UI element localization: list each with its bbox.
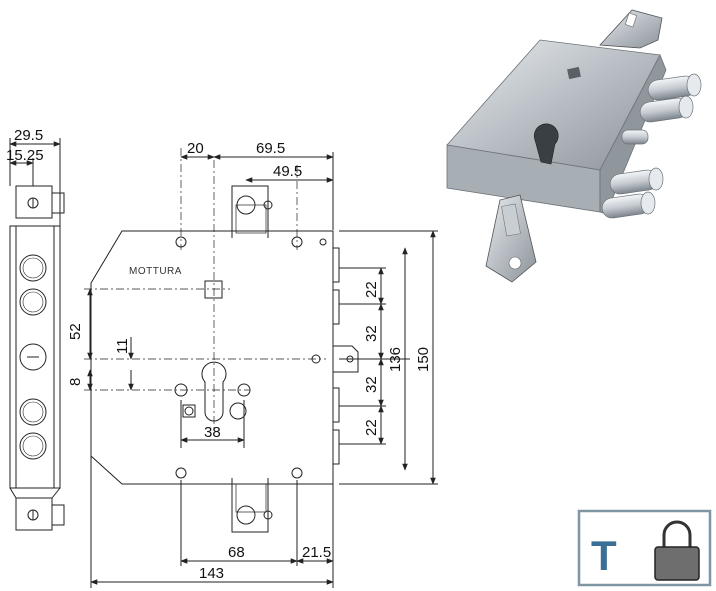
side-bolt [19,288,47,316]
dim-keyhole-38: 38 [204,424,221,441]
dim-bolt-22-top: 22 [363,281,380,298]
side-top-bracket [15,185,53,219]
render-keyhole [534,123,559,165]
dim-height-136: 136 [387,347,404,372]
screw-hole [175,467,187,479]
screw-hole [291,467,303,479]
dim-bolt-32-bottom: 32 [363,376,380,393]
top-bracket-hole [236,195,256,215]
cylinder-keyhole [201,361,227,422]
side-top-bracket-screw [51,192,65,214]
lock-product-render [446,9,702,283]
side-bolt [19,254,47,282]
side-bottom-bracket-screw [51,504,65,526]
dim-bottom-68: 68 [228,544,245,561]
padlock-icon [654,520,700,581]
spindle-square [204,280,223,299]
dim-side-width: 29.5 [14,127,43,144]
top-bracket [231,185,269,238]
screw-hole-small [319,238,327,246]
dim-bolt-32-top: 32 [363,325,380,342]
side-bolt [19,398,47,426]
dim-side-offset: 15.25 [6,147,44,164]
bolt-notch [332,247,340,283]
side-bottom-bracket [15,497,53,531]
security-badge: T [577,509,712,587]
dim-bottom-143: 143 [199,565,224,582]
bolt-notch [332,289,340,325]
badge-letter: T [591,532,617,579]
side-bolt [19,432,47,460]
lock-plate [90,230,334,485]
cylinder-screw-hole [237,383,251,397]
latch [333,345,359,373]
bottom-bracket [231,478,269,533]
front-view [84,148,438,588]
dim-top-20: 20 [187,140,204,157]
dim-top-49-5: 49.5 [273,163,302,180]
bottom-bracket-hole [236,505,256,525]
bolt-notch [332,387,340,423]
brand-label: MOTTURA [129,266,182,277]
side-body [9,225,61,489]
side-view [9,138,65,531]
dim-left-11: 11 [114,338,131,354]
dim-left-8: 8 [67,378,84,386]
side-latch [19,343,47,371]
dim-top-69-5: 69.5 [256,140,285,157]
dim-bolt-22-bottom: 22 [363,419,380,436]
cam-square [182,404,196,418]
dim-height-150: 150 [415,347,432,372]
dim-left-52: 52 [67,323,84,340]
cam-hole [229,402,247,420]
bolt-notch [332,429,340,465]
dim-bottom-21-5: 21.5 [302,544,331,561]
